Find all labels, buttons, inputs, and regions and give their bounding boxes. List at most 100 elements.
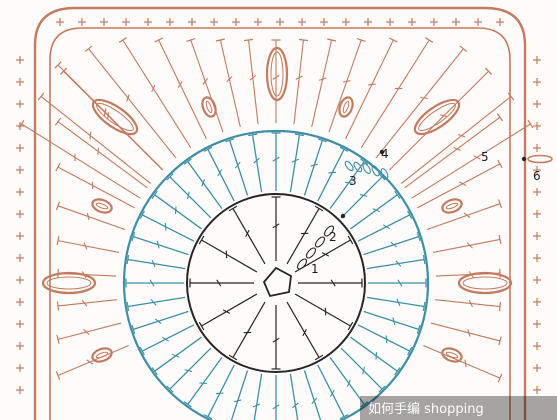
border-side-stitch (430, 322, 502, 346)
border-fan-stitch (328, 37, 366, 133)
round-label-2: 2 (329, 230, 337, 244)
edge-single-crochet (533, 298, 541, 306)
ring-treble-stitch (350, 190, 401, 230)
ring-treble-stitch (166, 173, 212, 219)
round-3-chain (344, 160, 389, 180)
ring-treble-stitch (329, 357, 369, 408)
outer-border-line (33, 6, 527, 420)
round-4-join-dot (379, 149, 385, 155)
edge-single-crochet (364, 18, 372, 26)
round-label-6: 6 (533, 169, 541, 183)
ring-treble-stitch (271, 132, 281, 191)
ring-treble-stitch (225, 138, 249, 196)
border-fan-stitch (154, 37, 207, 140)
edge-single-crochet (533, 276, 541, 284)
chain-loop-motif (441, 347, 463, 363)
edge-single-crochet (533, 78, 541, 86)
edge-single-crochet (533, 122, 541, 130)
ring-treble-stitch (350, 336, 401, 376)
edge-single-crochet (16, 56, 24, 64)
inner-border-line (49, 27, 511, 420)
border-fan-stitch (84, 45, 177, 159)
edge-single-crochet (533, 188, 541, 196)
ring-treble-stitch (317, 364, 349, 420)
border-fan-stitch (360, 37, 434, 148)
chain-loop-motif (441, 198, 463, 214)
chain-loop-motif (457, 271, 513, 295)
ring-treble-stitch (289, 373, 299, 420)
ring-treble-stitch (230, 370, 249, 420)
edge-single-crochet (16, 298, 24, 306)
border-fan-stitch (18, 119, 141, 199)
border-fan-stitch (311, 38, 337, 128)
center-treble-stitch (228, 301, 266, 361)
ring-treble-stitch (366, 296, 426, 312)
edge-single-crochet (298, 18, 306, 26)
chain-loop-motif (265, 46, 289, 102)
chain-loop-motif (201, 96, 217, 118)
border-side-stitch (54, 117, 148, 189)
edge-single-crochet (78, 18, 86, 26)
round-label-5: 5 (481, 150, 489, 164)
edge-single-crochet (16, 254, 24, 262)
border-side-stitch (55, 345, 129, 380)
edge-single-crochet (533, 386, 541, 394)
round-6-join-dot (521, 156, 527, 162)
edge-single-crochet (386, 18, 394, 26)
edge-single-crochet (16, 100, 24, 108)
round-label-3: 3 (349, 174, 357, 188)
edge-single-crochet (210, 18, 218, 26)
border-fan-stitch (186, 37, 224, 133)
border-side-stitch (56, 322, 122, 344)
edge-single-crochet (474, 18, 482, 26)
watermark-backdrop (360, 396, 557, 420)
ring-treble-stitch (252, 373, 263, 420)
ring-treble-stitch (203, 146, 235, 202)
border-petal-motifs (41, 46, 553, 363)
border-side-stitch (55, 162, 135, 209)
chain-loop-motif (91, 98, 139, 136)
ring-treble-stitch (125, 278, 184, 288)
edge-single-crochet (166, 18, 174, 26)
border-fan-stitch (411, 119, 534, 199)
round-2-join-dot (340, 213, 346, 219)
edge-single-crochet (100, 18, 108, 26)
center-treble-stitch (189, 278, 254, 288)
round-number-labels: 1 2 3 4 5 6 (311, 147, 541, 276)
ring-treble-stitch (368, 278, 427, 288)
ring-treble-stitch (183, 357, 223, 408)
edge-single-crochet (16, 144, 24, 152)
round-2-circle (122, 129, 430, 420)
center-treble-stitch (294, 293, 354, 331)
border-side-stitch (435, 299, 502, 312)
border-fan-stitch (375, 45, 468, 159)
edge-single-crochet (430, 18, 438, 26)
edge-single-crochet (16, 78, 24, 86)
ring-treble-stitch (126, 254, 186, 270)
ring-treble-stitch (151, 190, 202, 230)
edge-single-crochet (533, 210, 541, 218)
border-side-stitch (56, 236, 120, 254)
edge-single-crochet (16, 166, 24, 174)
edge-single-crochet (254, 18, 262, 26)
border-fan-stitch (345, 37, 398, 140)
edge-single-crochet (16, 320, 24, 328)
ring-treble-stitch (166, 347, 212, 393)
ring-treble-stitch (272, 375, 280, 420)
corner-chain-loop (527, 154, 553, 164)
border-fan-stitch (388, 67, 493, 171)
ring-treble-stitch (340, 347, 386, 393)
border-fan-stitch (118, 37, 192, 148)
edge-single-crochet (533, 254, 541, 262)
edge-single-crochet (320, 18, 328, 26)
center-treble-stitch (286, 301, 324, 361)
border-fan-stitch (400, 92, 515, 184)
ring-treble-stitch (363, 310, 421, 334)
edge-single-crochet (533, 232, 541, 240)
edge-single-crochet (533, 144, 541, 152)
watermark-text: 如何手编 shopping (368, 401, 484, 417)
magic-ring (262, 266, 292, 298)
border-side-stitch (426, 199, 503, 231)
border-side-stitch (417, 159, 503, 209)
edge-single-crochet (533, 56, 541, 64)
